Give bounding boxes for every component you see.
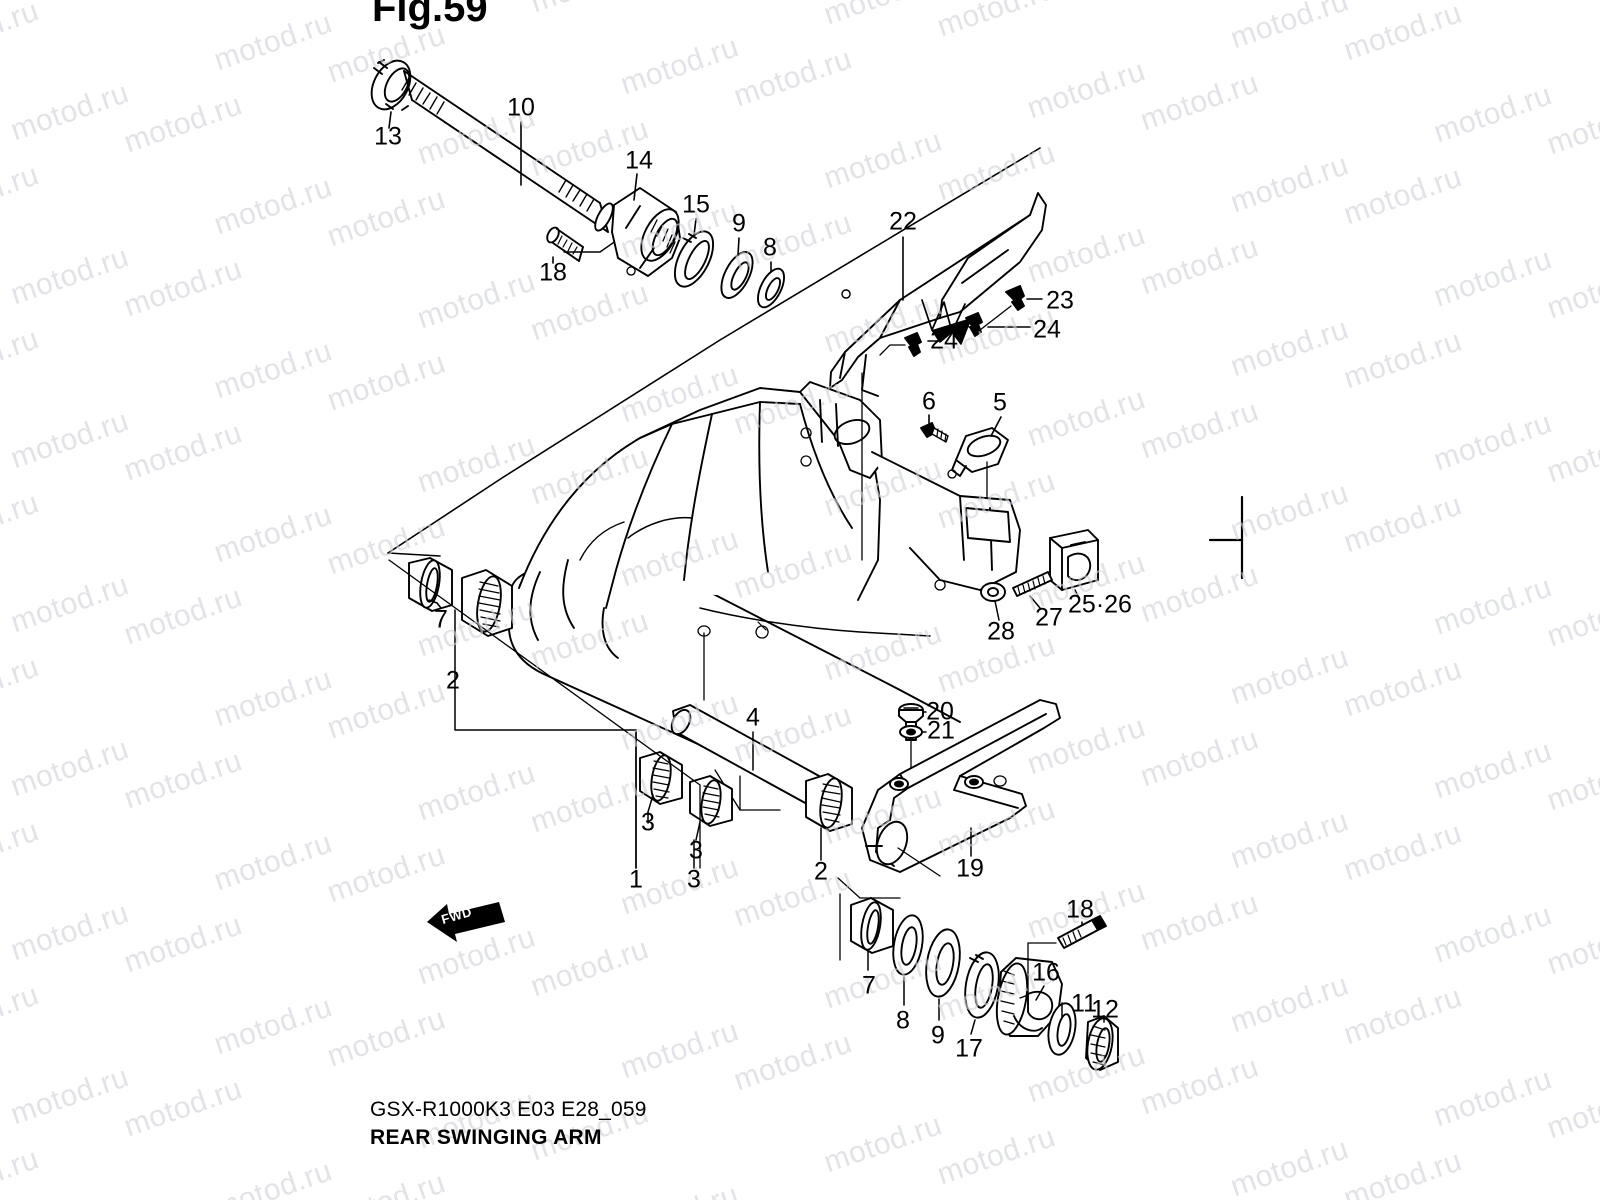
part-18-set-screw-lower xyxy=(1057,915,1107,949)
callout-20[interactable]: 20 xyxy=(926,697,954,726)
part-24-clip-left xyxy=(904,332,922,357)
part-13-castle-nut xyxy=(370,59,412,111)
part-27-adjuster-screw xyxy=(1012,571,1053,597)
callout-18[interactable]: 18 xyxy=(539,258,567,287)
part-17-retaining-ring xyxy=(964,951,1000,1019)
part-19-chain-buffer xyxy=(861,699,1061,873)
callout-12[interactable]: 12 xyxy=(1091,995,1119,1024)
callout-16[interactable]: 16 xyxy=(1032,958,1060,987)
part-25-26-adjuster-block xyxy=(1049,529,1099,591)
callout-9[interactable]: 9 xyxy=(732,209,746,238)
callout-10[interactable]: 10 xyxy=(507,93,535,122)
callout-14[interactable]: 14 xyxy=(625,146,653,175)
part-28-adjuster-nut xyxy=(980,582,1006,602)
part-22-chain-guard xyxy=(829,192,1047,397)
callout-22[interactable]: 22 xyxy=(889,207,917,236)
part-14-pivot-adjuster-bolt xyxy=(611,187,681,277)
callout-19[interactable]: 19 xyxy=(956,854,984,883)
figure-code: GSX-R1000K3 E03 E28_059 xyxy=(370,1098,647,1121)
callout-2[interactable]: 2 xyxy=(446,666,460,695)
callout-25-25[interactable]: 25·26 xyxy=(1068,590,1132,619)
part-10-pivot-shaft xyxy=(401,70,614,233)
figure-footer: GSX-R1000K3 E03 E28_059 REAR SWINGING AR… xyxy=(370,1096,647,1151)
callout-15[interactable]: 15 xyxy=(682,190,710,219)
callout-9[interactable]: 9 xyxy=(931,1021,945,1050)
part-23-chain-guard-screw xyxy=(1005,285,1025,311)
callout-17[interactable]: 17 xyxy=(955,1034,983,1063)
centerline-mark xyxy=(1208,495,1244,580)
callout-21[interactable]: 21 xyxy=(927,716,955,745)
part-11-thrust-washer xyxy=(1047,1002,1077,1056)
callout-4[interactable]: 4 xyxy=(746,703,760,732)
callout-8[interactable]: 8 xyxy=(763,233,777,262)
part-15-lock-ring xyxy=(673,230,715,288)
part-2-needle-bearing-right xyxy=(805,773,853,832)
part-9-oil-seal-lower xyxy=(925,928,961,998)
callout-2[interactable]: 2 xyxy=(814,857,828,886)
callout-1[interactable]: 1 xyxy=(629,865,643,894)
part-6-clip-screw xyxy=(920,422,949,443)
callout-24[interactable]: 24 xyxy=(1033,315,1061,344)
callout-23[interactable]: 23 xyxy=(1046,286,1074,315)
callout-8[interactable]: 8 xyxy=(896,1006,910,1035)
callout-24[interactable]: 24 xyxy=(930,326,958,355)
figure-name: REAR SWINGING ARM xyxy=(370,1125,602,1149)
callout-3[interactable]: 3 xyxy=(641,808,655,837)
part-2-needle-bearing-left xyxy=(461,569,513,637)
callout-3[interactable]: 3 xyxy=(687,865,701,894)
callout-27[interactable]: 27 xyxy=(1035,603,1063,632)
callout-13[interactable]: 13 xyxy=(374,122,402,151)
fwd-arrow-icon xyxy=(427,902,505,942)
callout-5[interactable]: 5 xyxy=(993,388,1007,417)
callout-6[interactable]: 6 xyxy=(922,387,936,416)
part-24-clip-right xyxy=(965,312,983,337)
callout-3[interactable]: 3 xyxy=(689,836,703,865)
part-5-chain-adjuster-clip xyxy=(947,427,1009,479)
callout-7[interactable]: 7 xyxy=(434,605,448,634)
callout-28[interactable]: 28 xyxy=(987,617,1015,646)
part-8-washer-lower xyxy=(892,914,924,976)
part-18-set-screw-upper xyxy=(546,226,584,262)
figure-number: Fig.59 xyxy=(372,0,488,30)
part-9-oil-seal-upper xyxy=(720,251,754,299)
callout-7[interactable]: 7 xyxy=(862,971,876,1000)
part-8-washer-upper xyxy=(757,267,785,309)
callout-18[interactable]: 18 xyxy=(1066,895,1094,924)
part-7-spacer-right xyxy=(850,897,894,954)
callout-11[interactable]: 11 xyxy=(1071,989,1097,1018)
part-12-lock-nut xyxy=(1085,1015,1119,1071)
